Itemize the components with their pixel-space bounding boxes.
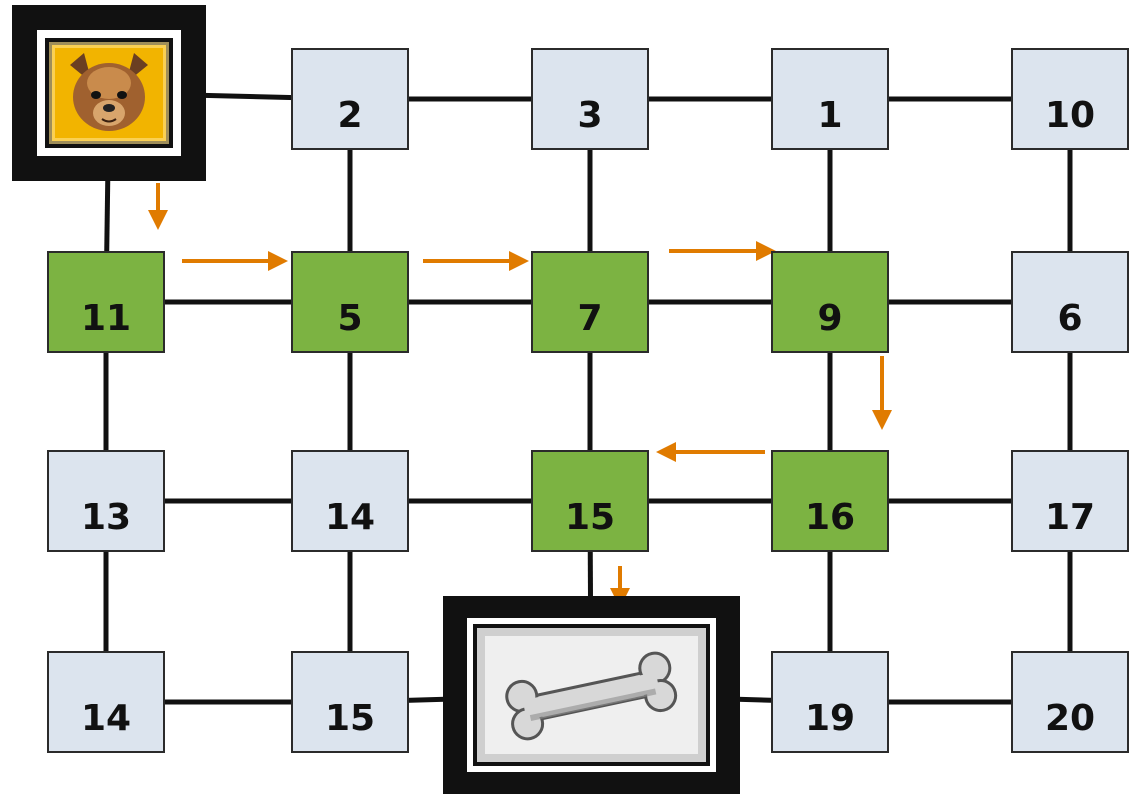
node-label: 14: [324, 497, 376, 538]
bone-icon: [505, 651, 678, 741]
node-path: 15: [531, 450, 649, 552]
node-label: 16: [804, 497, 856, 538]
node-label: 10: [1044, 95, 1096, 136]
node-label: 3: [577, 95, 603, 136]
node-unvisited: 1: [771, 48, 889, 150]
node-label: 1: [817, 95, 843, 136]
node-label: 19: [804, 698, 856, 739]
node-unvisited: 13: [47, 450, 165, 552]
node-path: 5: [291, 251, 409, 353]
node-label: 7: [577, 298, 603, 339]
goal-tile: [443, 596, 740, 794]
node-label: 9: [817, 298, 843, 339]
node-unvisited: 10: [1011, 48, 1129, 150]
node-path: 7: [531, 251, 649, 353]
node-label: 15: [564, 497, 616, 538]
node-unvisited: 19: [771, 651, 889, 753]
node-unvisited: 3: [531, 48, 649, 150]
node-label: 11: [80, 298, 132, 339]
node-unvisited: 17: [1011, 450, 1129, 552]
node-label: 20: [1044, 698, 1096, 739]
node-label: 14: [80, 698, 132, 739]
node-label: 13: [80, 497, 132, 538]
node-path: 9: [771, 251, 889, 353]
node-label: 15: [324, 698, 376, 739]
node-unvisited: 15: [291, 651, 409, 753]
node-unvisited: 2: [291, 48, 409, 150]
start-tile: [12, 5, 206, 181]
node-unvisited: 6: [1011, 251, 1129, 353]
dog-face-icon: [49, 42, 169, 144]
node-label: 2: [337, 95, 363, 136]
node-unvisited: 14: [47, 651, 165, 753]
node-label: 6: [1057, 298, 1083, 339]
node-path: 16: [771, 450, 889, 552]
node-unvisited: 14: [291, 450, 409, 552]
node-unvisited: 20: [1011, 651, 1129, 753]
node-label: 5: [337, 298, 363, 339]
node-path: 11: [47, 251, 165, 353]
node-label: 17: [1044, 497, 1096, 538]
